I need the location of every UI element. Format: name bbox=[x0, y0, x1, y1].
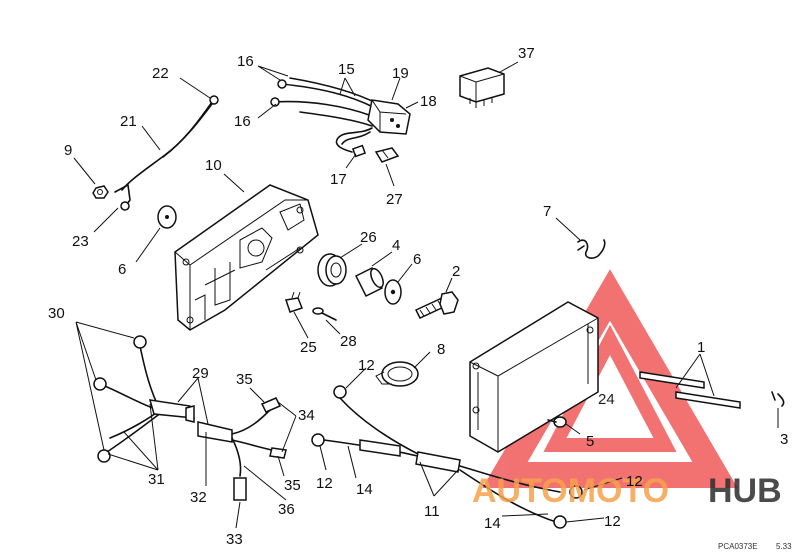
callout-12: 12 bbox=[316, 475, 333, 492]
callout-9: 9 bbox=[64, 142, 72, 159]
callout-12: 12 bbox=[358, 357, 375, 374]
grommet-part-26 bbox=[317, 253, 347, 287]
callout-5: 5 bbox=[586, 433, 594, 450]
watermark-brand-part1: AUTOMOTO bbox=[472, 472, 669, 510]
callout-32: 32 bbox=[190, 489, 207, 506]
callout-12: 12 bbox=[626, 473, 643, 490]
callout-4: 4 bbox=[392, 237, 400, 254]
leader-lines bbox=[73, 61, 779, 529]
callout-10: 10 bbox=[205, 157, 222, 174]
callout-7: 7 bbox=[543, 203, 551, 220]
clamp-part-8 bbox=[375, 361, 419, 387]
callout-15: 15 bbox=[338, 61, 355, 78]
callout-2: 2 bbox=[452, 263, 460, 280]
callout-21: 21 bbox=[120, 113, 137, 130]
callout-36: 36 bbox=[278, 501, 295, 518]
callout-27: 27 bbox=[386, 191, 403, 208]
ground-wire-part-21 bbox=[114, 95, 219, 211]
relay-part-37 bbox=[459, 67, 505, 108]
page-ref: 5.33 bbox=[776, 542, 792, 551]
spacer-part-4 bbox=[354, 266, 384, 298]
plate-part-24 bbox=[469, 301, 599, 453]
callout-17: 17 bbox=[330, 171, 347, 188]
watermark-text: AUTOMOTO HUB bbox=[472, 472, 782, 510]
harness-part-32 bbox=[197, 397, 287, 501]
drawing-code: PCA0373E bbox=[718, 542, 758, 551]
callout-labels: 37 22 16 15 19 18 16 21 9 10 17 27 23 6 … bbox=[48, 45, 788, 548]
callout-29: 29 bbox=[192, 365, 209, 382]
callout-8: 8 bbox=[437, 341, 445, 358]
bolt-part-2 bbox=[414, 291, 459, 319]
callout-1: 1 bbox=[697, 339, 705, 356]
harness-part-11 bbox=[311, 385, 583, 529]
callout-3: 3 bbox=[780, 431, 788, 448]
module-box-part-10 bbox=[174, 184, 319, 331]
harness-part-15 bbox=[270, 77, 411, 158]
callout-16: 16 bbox=[237, 53, 254, 70]
callout-6: 6 bbox=[413, 251, 421, 268]
callout-26: 26 bbox=[360, 229, 377, 246]
callout-12: 12 bbox=[604, 513, 621, 530]
callout-28: 28 bbox=[340, 333, 357, 350]
callout-24: 24 bbox=[598, 391, 615, 408]
callout-18: 18 bbox=[420, 93, 437, 110]
watermark-brand-part2: HUB bbox=[708, 472, 782, 510]
callout-31: 31 bbox=[148, 471, 165, 488]
callout-30: 30 bbox=[48, 305, 65, 322]
plug-part-27 bbox=[374, 147, 400, 163]
callout-22: 22 bbox=[152, 65, 169, 82]
callout-37: 37 bbox=[518, 45, 535, 62]
callout-35: 35 bbox=[236, 371, 253, 388]
callout-25: 25 bbox=[300, 339, 317, 356]
callout-35: 35 bbox=[284, 477, 301, 494]
callout-19: 19 bbox=[392, 65, 409, 82]
callout-11: 11 bbox=[424, 503, 440, 520]
clip-part-3 bbox=[771, 391, 785, 407]
washer-part-6-right bbox=[384, 279, 402, 305]
screw-part-28 bbox=[312, 307, 337, 321]
callout-14: 14 bbox=[484, 515, 501, 532]
nut-part-9 bbox=[92, 185, 109, 199]
wire-clip-part-7 bbox=[577, 239, 606, 259]
screw-part-5 bbox=[547, 416, 567, 428]
callout-34: 34 bbox=[298, 407, 315, 424]
callout-33: 33 bbox=[226, 531, 243, 548]
callout-6: 6 bbox=[118, 261, 126, 278]
callout-23: 23 bbox=[72, 233, 89, 250]
grommet-part-6-left bbox=[157, 205, 177, 229]
harness-part-29 bbox=[93, 335, 196, 463]
callout-16: 16 bbox=[234, 113, 251, 130]
clip-part-25 bbox=[285, 291, 303, 313]
callout-14: 14 bbox=[356, 481, 373, 498]
